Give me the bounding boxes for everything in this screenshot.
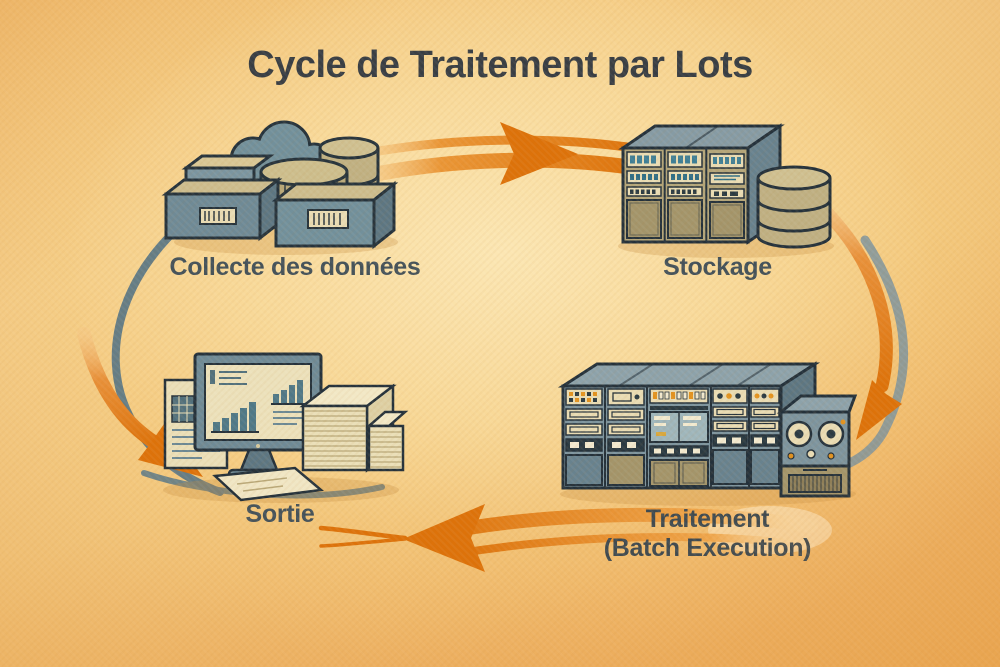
bar-chart-icon [273, 380, 303, 404]
arrowhead-right-icon [500, 122, 578, 185]
label-sortie: Sortie [245, 500, 315, 528]
label-traitement-sub: (Batch Execution) [603, 534, 812, 562]
printout-stack-icon [299, 383, 409, 473]
tape-drive-unit-icon [776, 394, 858, 498]
monitor-reports-printouts-icon [163, 352, 409, 503]
arrow-traitement-to-sortie [318, 504, 832, 572]
label-collecte: Collecte des données [169, 253, 421, 281]
label-stockage: Stockage [663, 253, 772, 281]
arrow-collecte-to-stockage [344, 122, 656, 187]
label-traitement-main: Traitement [645, 505, 770, 533]
parcel-boxes-icon [161, 154, 399, 250]
mainframe-tape-unit-icon [557, 361, 858, 506]
server-rack-database-icon [618, 123, 834, 258]
bar-chart-icon [213, 402, 256, 432]
database-cylinder-icon [756, 165, 832, 249]
arrowhead-down-icon [856, 380, 902, 440]
mainframe-body-icon [557, 361, 821, 491]
label-traitement: Traitement (Batch Execution) [560, 505, 855, 563]
data-boxes-cloud-database-icon [161, 120, 399, 255]
paper-sheet-icon [212, 466, 324, 502]
diagram-title: Cycle de Traitement par Lots [247, 44, 753, 86]
arrowhead-left-icon [403, 504, 485, 572]
arrow-stockage-to-traitement [809, 195, 909, 471]
server-cabinet-icon [618, 123, 785, 245]
arc-shadow [838, 235, 909, 471]
arc-shadow [111, 200, 224, 496]
